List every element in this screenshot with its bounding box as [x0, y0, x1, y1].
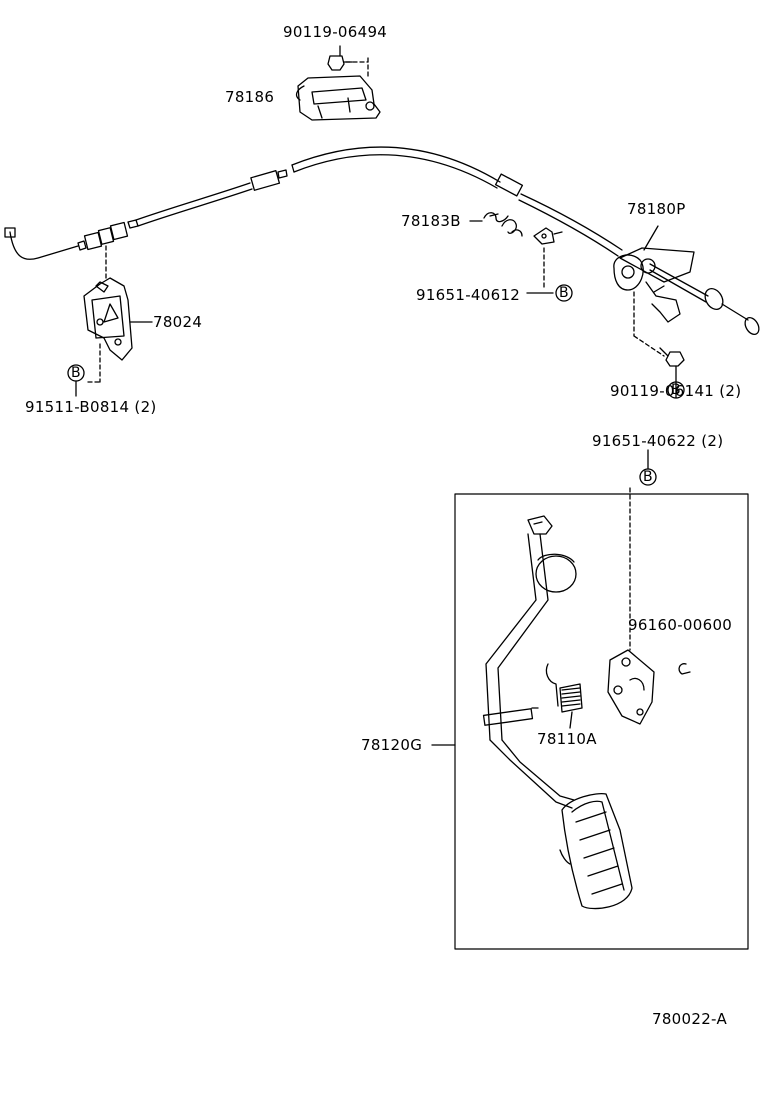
clip-78183B [469, 212, 563, 294]
diagram-id: 780022-A [652, 1010, 728, 1028]
part-label-78180P: 78180P [627, 200, 686, 218]
bolt-ref-symbol: B [671, 382, 681, 398]
bolt-90119-06141 [659, 347, 685, 383]
bolt-ref-circles [67, 284, 685, 486]
bolt-ref-circle-2 [555, 284, 573, 302]
part-label-78024: 78024 [153, 313, 203, 331]
part-label-91511-B0814: 91511-B0814 (2) [25, 398, 157, 416]
part-label-78120G: 78120G [361, 736, 423, 754]
bolt-ref-symbol: B [71, 365, 81, 381]
accelerator-cable [4, 146, 623, 260]
part-label-78186: 78186 [225, 88, 275, 106]
bracket-96160 [607, 487, 691, 725]
bolt-ref-symbol: B [559, 285, 569, 301]
clamp-78186 [295, 75, 381, 121]
part-label-91651-40612: 91651-40612 [416, 286, 521, 304]
pedal-assembly-frame [454, 493, 749, 950]
part-label-78183B: 78183B [401, 212, 461, 230]
bolt-90119-06494 [327, 45, 369, 79]
part-label-90119-06494: 90119-06494 [283, 23, 388, 41]
part-label-96160-00600: 96160-00600 [628, 616, 733, 634]
spring-78110A [545, 663, 583, 729]
bracket-78024 [83, 245, 153, 383]
part-label-78110A: 78110A [537, 730, 597, 748]
pedal-78120G [431, 515, 633, 910]
bolt-ref-symbol: B [643, 469, 653, 485]
part-label-91651-40622: 91651-40622 (2) [592, 432, 724, 450]
bracket-78180P [613, 225, 760, 357]
part-label-90119-06141: 90119-06141 (2) [610, 382, 742, 400]
